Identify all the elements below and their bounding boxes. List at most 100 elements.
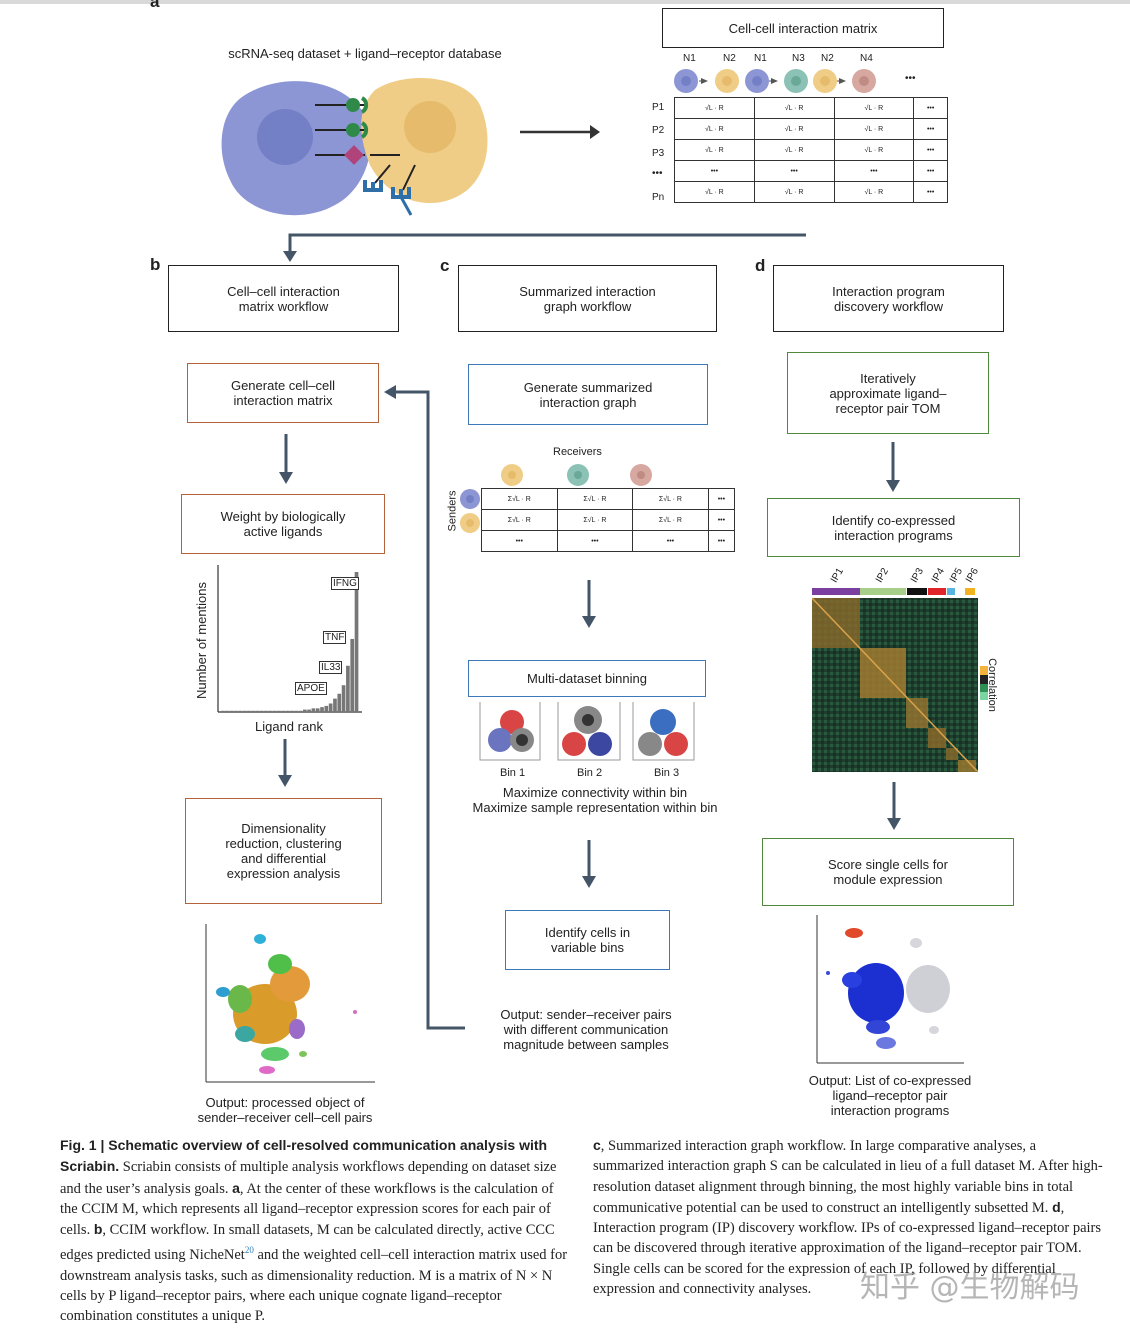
ligand-bar <box>255 710 260 712</box>
chart-ylabel: Number of mentions <box>194 581 210 700</box>
col-header-ellipsis: ••• <box>905 73 916 84</box>
connector-a-to-b <box>283 233 806 262</box>
panel-a-dataset-title: scRNA-seq dataset + ligand–receptor data… <box>228 46 502 61</box>
panel-d-step1: Iteratively approximate ligand– receptor… <box>787 352 989 434</box>
cell-interaction-matrix: √L · R√L · R√L · R••• √L · R√L · R√L · R… <box>674 97 948 203</box>
panel-d-step2: Identify co-expressed interaction progra… <box>767 498 1020 557</box>
ligand-bar <box>350 638 355 712</box>
receiver-cells <box>501 464 652 486</box>
ligand-bar <box>328 703 333 712</box>
panel-c-label: c <box>440 256 450 275</box>
bin-label-1: Bin 1 <box>500 767 526 779</box>
sender-cells <box>460 489 480 533</box>
watermark: 知乎 @生物解码 <box>860 1270 1080 1305</box>
ip-heatmap: IP1 IP2 IP3 IP4 IP5 IP6 Correlation <box>812 566 1007 776</box>
ligand-bar <box>242 710 247 712</box>
ligand-bar <box>272 710 277 712</box>
panel-b-output: Output: processed object of sender–recei… <box>197 1095 373 1125</box>
panel-c-header: Summarized interaction graph workflow <box>458 265 717 332</box>
col-header-5: N2 <box>821 53 834 64</box>
ligand-bar <box>290 710 294 712</box>
matrix-row-labels: P1 P2 P3 ••• Pn <box>652 102 665 203</box>
chart-annot-tnf: TNF <box>323 631 347 644</box>
ip-label-1: IP1 <box>828 566 847 585</box>
caption-left: Fig. 1 | Schematic overview of cell-reso… <box>60 1137 568 1325</box>
col-header-1: N1 <box>683 53 696 64</box>
ip-label-6: IP6 <box>963 566 982 585</box>
arrow-d2 <box>887 782 901 830</box>
top-edge <box>0 0 1130 4</box>
ligand-bar <box>346 665 350 712</box>
chart-xlabel: Ligand rank <box>255 719 323 734</box>
ligand-bar <box>225 710 229 712</box>
ligand-bar <box>277 710 281 712</box>
col-header-6: N4 <box>860 53 873 64</box>
ligand-bar <box>324 705 329 712</box>
receivers-label: Receivers <box>553 446 602 458</box>
ip-heatmap-grid <box>812 588 978 773</box>
ligand-bar <box>268 710 273 712</box>
ligand-bar <box>337 693 342 712</box>
panel-b-header: Cell–cell interaction matrix workflow <box>168 265 399 332</box>
ligand-bar <box>221 710 225 712</box>
matrix-cell-headers: N1 N2 N1 N3 N2 N4 ••• <box>670 53 930 95</box>
chart-annot-ifng: IFNG <box>331 577 359 590</box>
panel-b-label: b <box>150 255 161 274</box>
cell-interaction-matrix-title: Cell-cell interaction matrix <box>662 8 944 48</box>
col-header-2: N2 <box>723 53 736 64</box>
panel-c-step1: Generate summarized interaction graph <box>468 364 708 425</box>
cell-illustration <box>221 78 488 216</box>
ligand-chart: Number of mentions APOE IL33 TNF IFNG Li… <box>194 565 370 740</box>
arrow-c1 <box>582 580 596 628</box>
bin-description: Maximize connectivity within bin Maximiz… <box>472 785 718 815</box>
panel-d-label: d <box>755 256 766 275</box>
bin-label-2: Bin 2 <box>577 767 603 779</box>
ligand-bar <box>285 710 290 712</box>
ligand-bar <box>246 710 251 712</box>
panel-c-output: Output: sender–receiver pairs with diffe… <box>500 1007 672 1052</box>
caption-title: Fig. 1 | Schematic overview of cell-reso… <box>60 1137 548 1175</box>
ip-label-3: IP3 <box>908 566 927 585</box>
panel-c-step2: Multi-dataset binning <box>468 660 706 697</box>
bin-label-3: Bin 3 <box>654 767 680 779</box>
col-header-4: N3 <box>792 53 805 64</box>
umap-plot-d <box>816 915 964 1064</box>
ligand-bar <box>354 572 359 712</box>
arrow-b2 <box>278 739 292 787</box>
col-header-3: N1 <box>754 53 767 64</box>
panel-d-header: Interaction program discovery workflow <box>773 265 1004 332</box>
ligand-bar <box>238 710 242 712</box>
panel-b-step1: Generate cell–cell interaction matrix <box>187 363 379 423</box>
arrow-b1 <box>279 434 293 484</box>
ligand-bar <box>311 708 316 712</box>
correlation-label: Correlation <box>985 658 998 712</box>
ip-label-4: IP4 <box>929 566 948 585</box>
panel-b-step3: Dimensionality reduction, clustering and… <box>185 798 382 904</box>
chart-plot <box>217 565 362 713</box>
ligand-bar <box>294 710 298 712</box>
umap-plot-b <box>205 924 375 1083</box>
ligand-bar <box>341 685 346 712</box>
ligand-bar <box>320 707 324 712</box>
ligand-bar <box>259 710 264 712</box>
arrow-c2 <box>582 840 596 888</box>
ligand-bar <box>315 708 320 712</box>
panel-a-label: a <box>150 0 160 11</box>
panel-d-output: Output: List of co-expressed ligand–rece… <box>808 1073 972 1118</box>
ligand-bar <box>233 710 238 712</box>
ligand-bar <box>298 710 303 712</box>
ligand-bar <box>307 709 311 712</box>
ligand-bar <box>251 710 255 712</box>
ligand-bar <box>264 710 268 712</box>
ip-label-5: IP5 <box>947 566 966 585</box>
correlation-legend <box>980 666 988 700</box>
ip-label-2: IP2 <box>873 566 892 585</box>
ligand-bar <box>281 710 286 712</box>
arrow-right <box>520 125 600 139</box>
ligand-bar <box>229 710 234 712</box>
ligand-bar <box>302 709 307 712</box>
feedback-connector <box>384 385 465 1030</box>
chart-annot-il33: IL33 <box>319 661 343 674</box>
